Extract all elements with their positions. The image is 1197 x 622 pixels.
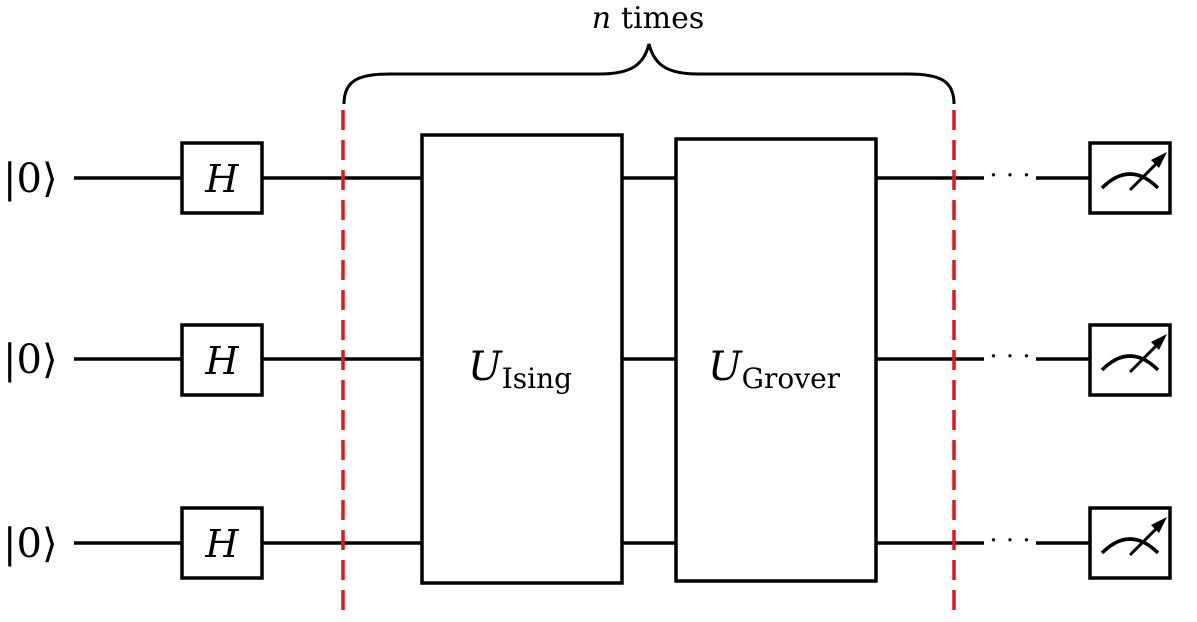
ising-block-label: UIsing [468, 344, 572, 395]
ellipses: · · · · · · · · · [989, 161, 1030, 556]
gate-label: H [204, 157, 239, 201]
ellipsis: · · · [989, 161, 1030, 191]
repetition-variable: n [592, 1, 611, 36]
grover-block-label: UGrover [708, 344, 841, 395]
ellipsis: · · · [989, 526, 1030, 556]
wires [74, 176, 1090, 545]
repetition-text: times [621, 1, 704, 36]
meter-icon [1088, 506, 1172, 580]
hadamard-gate: H [180, 323, 264, 397]
ket-label: |0⟩ [3, 521, 58, 567]
gate-label: H [204, 339, 239, 383]
gate-label: H [204, 522, 239, 566]
hadamard-gate: H [180, 141, 264, 215]
meter-icon [1088, 323, 1172, 397]
repetition-brace [342, 43, 956, 105]
meter-icon [1088, 141, 1172, 215]
barriers [341, 110, 956, 618]
grover-block: UGrover [674, 137, 878, 583]
ising-block: UIsing [420, 133, 624, 585]
ket-label: |0⟩ [3, 337, 58, 383]
ellipsis: · · · [989, 342, 1030, 372]
ket-label: |0⟩ [3, 156, 58, 202]
initial-states: |0⟩ |0⟩ |0⟩ [3, 156, 58, 567]
hadamard-gates: H H H [180, 141, 264, 580]
hadamard-gate: H [180, 506, 264, 580]
measurements [1088, 141, 1172, 580]
